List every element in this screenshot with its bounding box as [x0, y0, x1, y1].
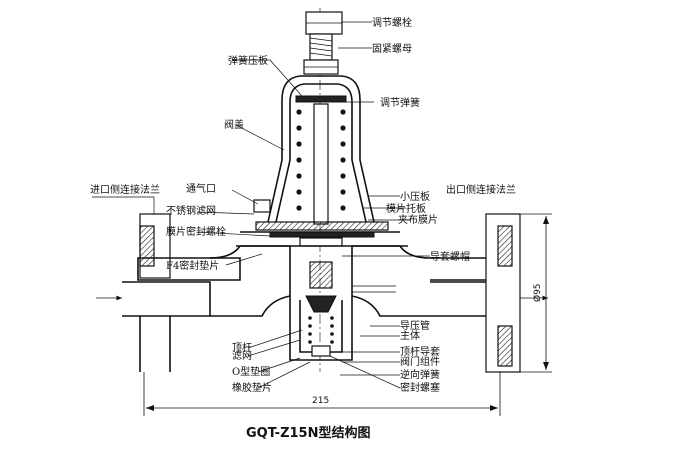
label-main-body: 主体	[400, 330, 420, 342]
label-inlet-flange: 进口侧连接法兰	[90, 183, 160, 196]
diameter-dimension	[520, 213, 552, 373]
diaphragm-assembly-drawing	[236, 221, 408, 247]
label-seal-plug: 密封螺塞	[400, 381, 440, 394]
label-filter: 滤网	[232, 349, 252, 362]
width-dimension-label: 215	[312, 396, 329, 406]
label-spring-plate: 弹簧压板	[228, 54, 268, 67]
label-reverse-spring: 逆向弹簧	[400, 368, 440, 381]
label-valve-cover: 阀盖	[224, 118, 244, 131]
main-body-drawing	[122, 213, 521, 373]
label-lock-nut: 固紧螺母	[372, 43, 412, 55]
label-small-plate: 小压板	[400, 190, 430, 203]
label-push-rod: 顶杆	[232, 342, 252, 354]
label-pressure-pipe: 导压管	[400, 319, 430, 332]
label-valve-assembly: 阀门组件	[400, 355, 440, 368]
diameter-dimension-label: Ø95	[532, 283, 543, 302]
label-diaphragm-seal-bolt: 膜片密封螺栓	[166, 225, 226, 238]
label-diaphragm-plate: 模片托板	[386, 202, 426, 215]
diagram-title: GQT-Z15N型结构图	[246, 425, 370, 441]
leader-lines	[92, 21, 430, 389]
valve-cover-drawing	[253, 75, 375, 225]
label-adjust-bolt: 调节螺栓	[372, 16, 412, 29]
label-vent: 通气口	[186, 182, 216, 195]
label-clamp-diaphragm: 夹布膜片	[398, 213, 438, 226]
label-push-rod-guide: 顶杆导套	[400, 345, 440, 358]
label-adjust-spring: 调节弹簧	[380, 96, 420, 109]
adjust-bolt-drawing	[303, 11, 343, 75]
label-o-ring: O型垫圈	[232, 365, 270, 378]
label-stainless-screen: 不锈钢滤网	[166, 204, 216, 217]
label-guide-cap: 导套螺帽	[430, 250, 470, 263]
label-rubber-gasket: 橡胶垫片	[232, 381, 272, 394]
width-dimension	[143, 372, 501, 416]
label-outlet-flange: 出口侧连接法兰	[446, 183, 516, 196]
label-f4-gasket: F4密封垫片	[166, 259, 219, 272]
